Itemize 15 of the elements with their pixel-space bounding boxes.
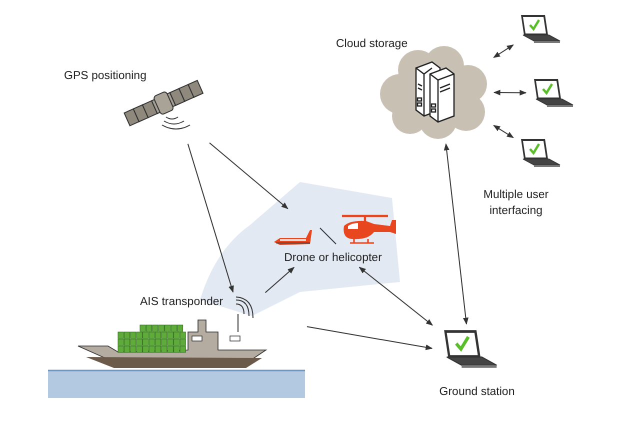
arrow	[444, 143, 469, 325]
note-text: Multiple user interfacing	[482, 188, 550, 219]
arrow	[493, 90, 527, 96]
arrow	[493, 124, 514, 138]
node-label: Ground station	[438, 386, 516, 400]
arrow	[187, 143, 234, 293]
arrow	[493, 44, 514, 58]
arrow	[306, 326, 433, 350]
node-label: Cloud storage	[336, 38, 408, 52]
node-label: GPS positioning	[64, 70, 146, 84]
arrow	[264, 266, 295, 294]
arrow	[358, 266, 433, 326]
node-label: AIS transponder	[140, 296, 224, 310]
node-label: Drone or helicopter	[283, 252, 383, 266]
arrow	[209, 142, 288, 210]
